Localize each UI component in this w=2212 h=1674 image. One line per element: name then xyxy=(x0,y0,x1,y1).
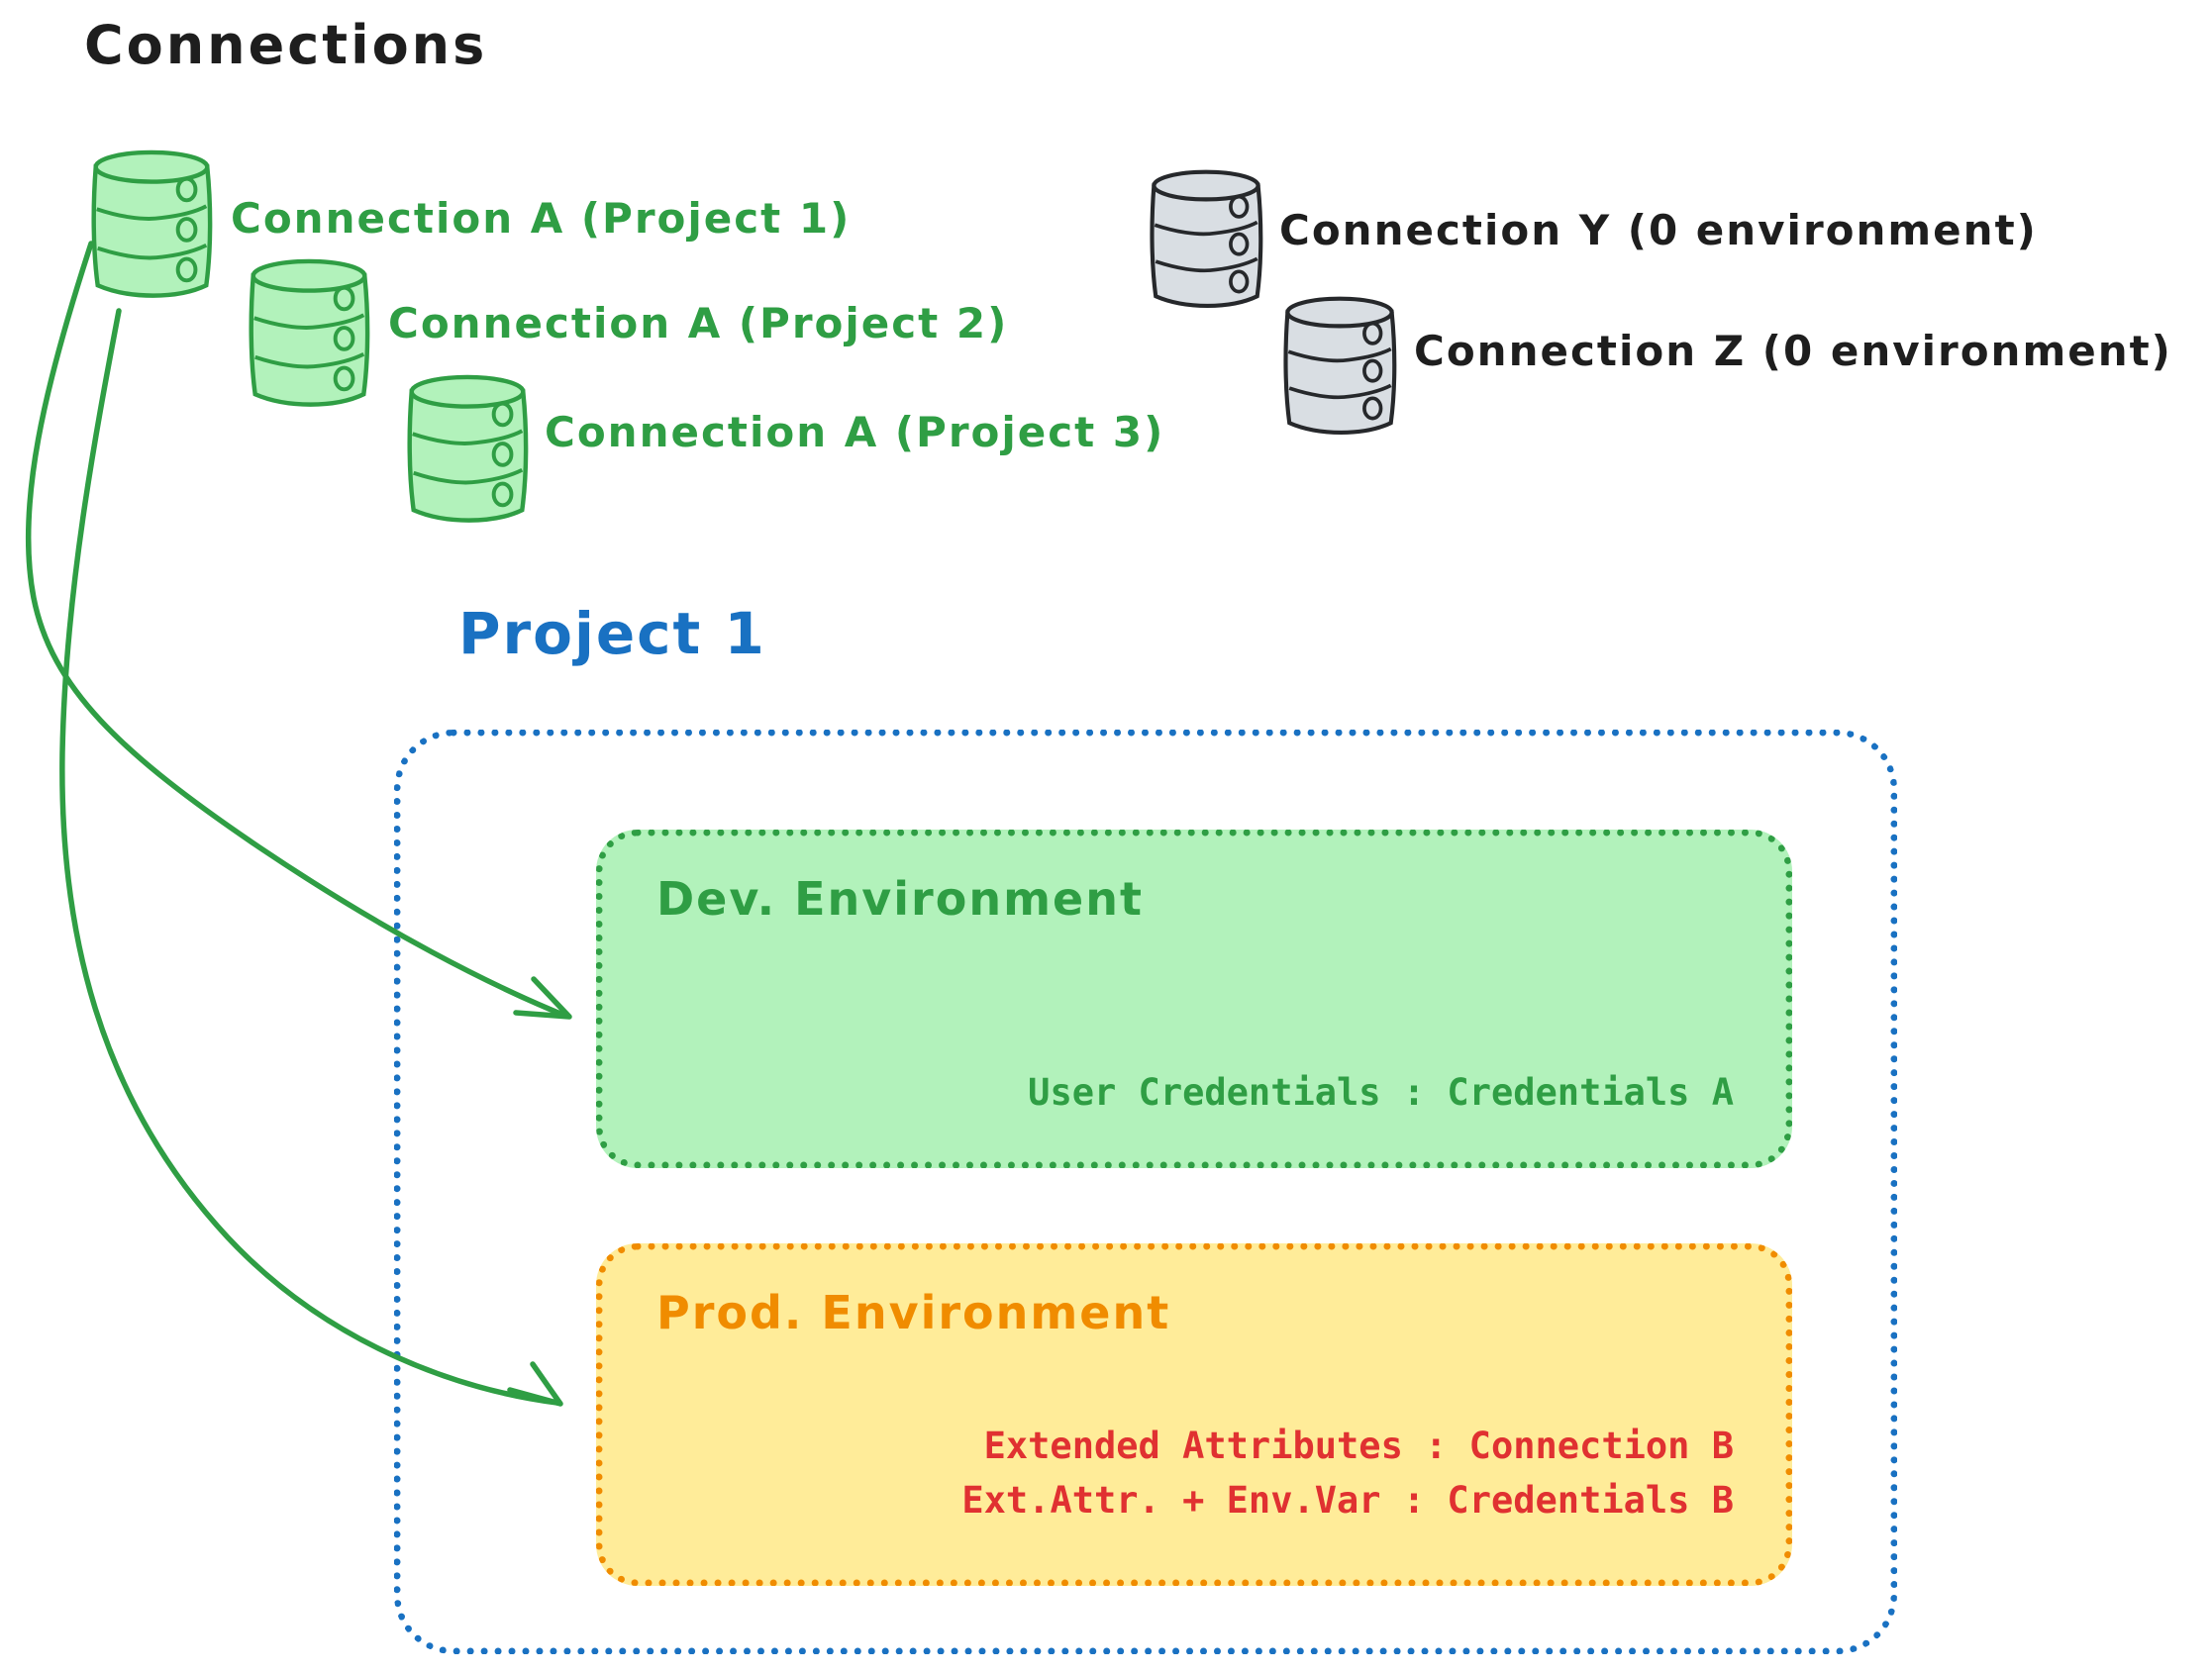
prod-credentials-mappings: Extended Attributes : Connection B Ext.A… xyxy=(961,1419,1734,1527)
label-connection-a-project-2: Connection A (Project 2) xyxy=(388,299,1009,347)
label-connection-a-project-3: Connection A (Project 3) xyxy=(545,408,1165,456)
dev-environment-title: Dev. Environment xyxy=(656,872,1144,926)
label-connection-y: Connection Y (0 environment) xyxy=(1279,206,2038,254)
database-icon-connection-a-project-3 xyxy=(403,371,532,528)
database-icon-connection-y xyxy=(1147,164,1265,315)
prod-mapping-line-2: Ext.Attr. + Env.Var : Credentials B xyxy=(961,1479,1734,1522)
diagram-title: Connections xyxy=(84,14,488,76)
project-title: Project 1 xyxy=(458,600,766,667)
database-icon-connection-z xyxy=(1280,291,1399,442)
database-icon-connection-a-project-2 xyxy=(245,255,373,412)
dev-environment-box: Dev. Environment User Credentials : Cred… xyxy=(596,830,1792,1168)
prod-mapping-line-1: Extended Attributes : Connection B xyxy=(983,1425,1734,1467)
prod-environment-title: Prod. Environment xyxy=(656,1286,1171,1339)
label-connection-z: Connection Z (0 environment) xyxy=(1414,327,2172,375)
dev-credentials-mapping: User Credentials : Credentials A xyxy=(1028,1071,1734,1114)
label-connection-a-project-1: Connection A (Project 1) xyxy=(231,194,852,243)
prod-environment-box: Prod. Environment Extended Attributes : … xyxy=(596,1243,1792,1586)
database-icon-connection-a-project-1 xyxy=(87,147,216,303)
